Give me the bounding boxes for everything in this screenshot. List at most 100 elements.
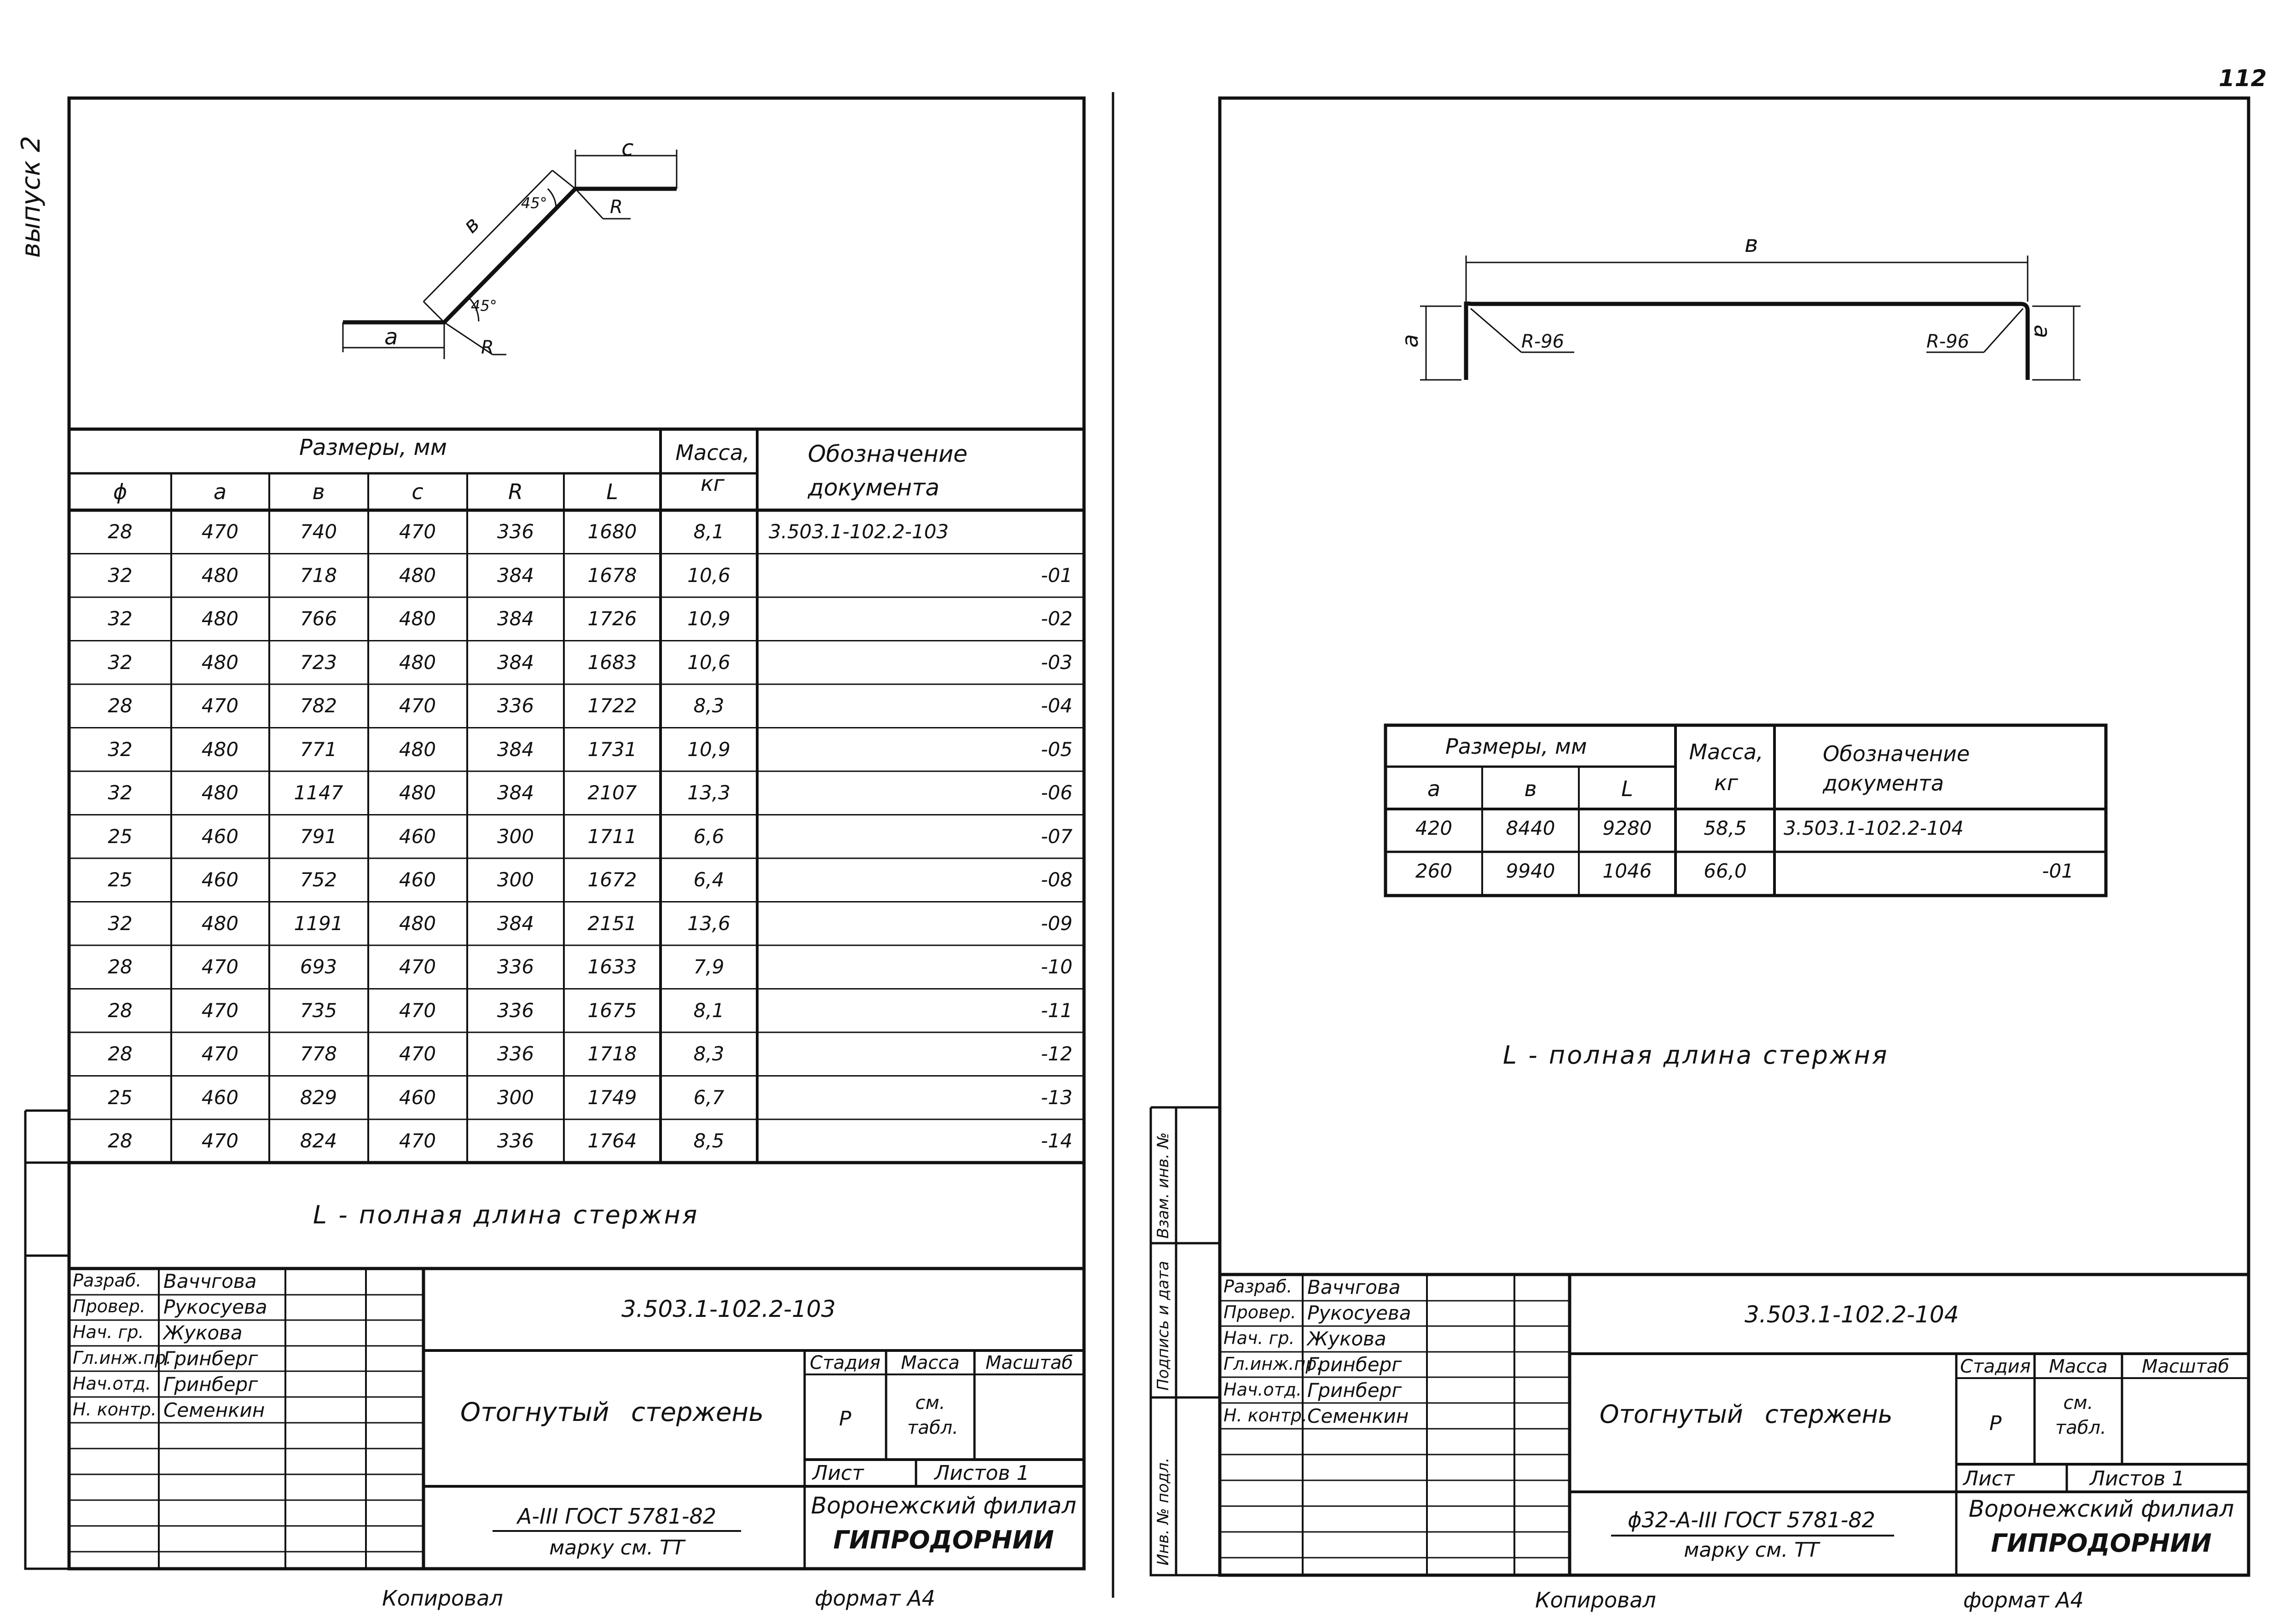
table-cell: 300 bbox=[497, 825, 534, 848]
title-block-name: Семенкин bbox=[163, 1399, 265, 1421]
table-cell: 13,6 bbox=[687, 912, 731, 935]
table-cell: 8,1 bbox=[693, 520, 725, 543]
title-block-role: Н. контр. bbox=[73, 1399, 157, 1420]
table-cell: 336 bbox=[497, 1042, 534, 1065]
right-stage-label: Стадия bbox=[1960, 1356, 2031, 1377]
table-cell: 10,9 bbox=[687, 738, 731, 761]
title-block-name: Ваччгова bbox=[1307, 1276, 1401, 1298]
designation-cell: 3.503.1-102.2-104 bbox=[1784, 817, 1964, 839]
left-org-line2: ГИПРОДОРНИИ bbox=[833, 1525, 1054, 1554]
table-cell: 771 bbox=[300, 738, 337, 761]
right-org-line1: Воронежский филиал bbox=[1968, 1496, 2234, 1522]
left-col-head: L bbox=[606, 479, 618, 504]
left-footer-format: формат А4 bbox=[815, 1586, 935, 1611]
table-cell: 25 bbox=[108, 1086, 133, 1109]
designation-cell: -11 bbox=[1041, 999, 1073, 1022]
table-cell: 32 bbox=[108, 607, 133, 630]
table-cell: 336 bbox=[497, 999, 534, 1022]
table-cell: 480 bbox=[201, 564, 239, 587]
title-block-role: Провер. bbox=[1223, 1302, 1296, 1322]
table-cell: 10,6 bbox=[687, 564, 731, 587]
table-cell: 480 bbox=[399, 912, 436, 935]
table-cell: 470 bbox=[399, 1042, 436, 1065]
table-cell: 1046 bbox=[1602, 860, 1652, 882]
table-cell: 470 bbox=[201, 1042, 239, 1065]
table-cell: 8,3 bbox=[693, 1042, 725, 1065]
right-header-designation: Обозначение документа bbox=[1823, 741, 1970, 796]
title-block-name: Жукова bbox=[163, 1321, 243, 1344]
table-cell: 28 bbox=[108, 694, 133, 717]
left-material-line1: А-III ГОСТ 5781-82 bbox=[517, 1504, 717, 1529]
right-label-a1: а bbox=[1397, 334, 1423, 348]
table-cell: 778 bbox=[300, 1042, 337, 1065]
title-block-role: Разраб. bbox=[73, 1270, 142, 1291]
designation-cell: -09 bbox=[1041, 912, 1073, 935]
table-cell: 9940 bbox=[1506, 860, 1555, 882]
table-cell: 13,3 bbox=[687, 781, 731, 804]
table-cell: 1749 bbox=[587, 1086, 637, 1109]
table-cell: 470 bbox=[201, 520, 239, 543]
left-material-line2: марку см. ТТ bbox=[549, 1536, 684, 1560]
table-cell: 336 bbox=[497, 520, 534, 543]
table-cell: 336 bbox=[497, 1129, 534, 1152]
table-cell: 470 bbox=[201, 694, 239, 717]
title-block-role: Гл.инж.пр. bbox=[1223, 1354, 1322, 1374]
left-label-angle1: 45° bbox=[521, 194, 547, 212]
right-mass-value: см. табл. bbox=[2055, 1392, 2106, 1438]
table-cell: 10,9 bbox=[687, 607, 731, 630]
table-cell: 8440 bbox=[1506, 817, 1555, 839]
table-cell: 480 bbox=[399, 738, 436, 761]
table-cell: 1633 bbox=[587, 955, 637, 978]
table-cell: 1731 bbox=[587, 738, 637, 761]
table-cell: 791 bbox=[300, 825, 337, 848]
right-material-line1: ϕ32-А-III ГОСТ 5781-82 bbox=[1628, 1507, 1875, 1532]
designation-cell: -10 bbox=[1041, 955, 1073, 978]
table-cell: 9280 bbox=[1602, 817, 1652, 839]
table-cell: 718 bbox=[300, 564, 337, 587]
left-sheets-label: Листов 1 bbox=[934, 1461, 1030, 1485]
table-cell: 782 bbox=[300, 694, 337, 717]
table-cell: 10,6 bbox=[687, 651, 731, 674]
right-label-a2: а bbox=[2029, 325, 2055, 338]
right-stamp-3: Инв. № подл. bbox=[1154, 1457, 1172, 1566]
table-cell: 480 bbox=[399, 781, 436, 804]
title-block-role: Нач.отд. bbox=[73, 1374, 151, 1394]
table-cell: 1718 bbox=[587, 1042, 637, 1065]
table-cell: 25 bbox=[108, 868, 133, 891]
title-block-role: Гл.инж.пр. bbox=[73, 1348, 172, 1368]
table-cell: 829 bbox=[300, 1086, 337, 1109]
table-cell: 28 bbox=[108, 955, 133, 978]
left-label-r2: R bbox=[481, 337, 494, 358]
left-header-mass: Масса, кг bbox=[675, 440, 750, 496]
title-block-name: Гринберг bbox=[163, 1347, 258, 1370]
table-cell: 740 bbox=[300, 520, 337, 543]
table-cell: 480 bbox=[201, 738, 239, 761]
table-cell: 470 bbox=[399, 999, 436, 1022]
title-block-name: Ваччгова bbox=[163, 1270, 257, 1292]
table-cell: 336 bbox=[497, 694, 534, 717]
right-scale-label: Масштаб bbox=[2141, 1356, 2230, 1377]
left-title: Отогнутый стержень bbox=[460, 1397, 764, 1427]
designation-cell: -05 bbox=[1041, 738, 1073, 761]
table-cell: 480 bbox=[201, 912, 239, 935]
title-block-name: Гринберг bbox=[163, 1373, 258, 1396]
right-title: Отогнутый стержень bbox=[1600, 1400, 1893, 1429]
table-cell: 1711 bbox=[587, 825, 637, 848]
title-block-name: Гринберг bbox=[1307, 1379, 1402, 1402]
table-cell: 58,5 bbox=[1704, 817, 1747, 839]
right-org-line2: ГИПРОДОРНИИ bbox=[1991, 1529, 2212, 1558]
table-cell: 28 bbox=[108, 999, 133, 1022]
table-cell: 384 bbox=[497, 564, 534, 587]
table-cell: 300 bbox=[497, 1086, 534, 1109]
designation-cell: -01 bbox=[1041, 564, 1073, 587]
table-cell: 1726 bbox=[587, 607, 637, 630]
left-org-line1: Воронежский филиал bbox=[811, 1492, 1077, 1519]
table-cell: 6,6 bbox=[693, 825, 725, 848]
table-cell: 470 bbox=[201, 999, 239, 1022]
table-cell: 8,3 bbox=[693, 694, 725, 717]
right-label-b: в bbox=[1745, 231, 1758, 257]
designation-cell: -14 bbox=[1041, 1129, 1073, 1152]
right-stamp-2: Подпись и дата bbox=[1154, 1261, 1172, 1391]
table-cell: 1675 bbox=[587, 999, 637, 1022]
table-cell: 1680 bbox=[587, 520, 637, 543]
